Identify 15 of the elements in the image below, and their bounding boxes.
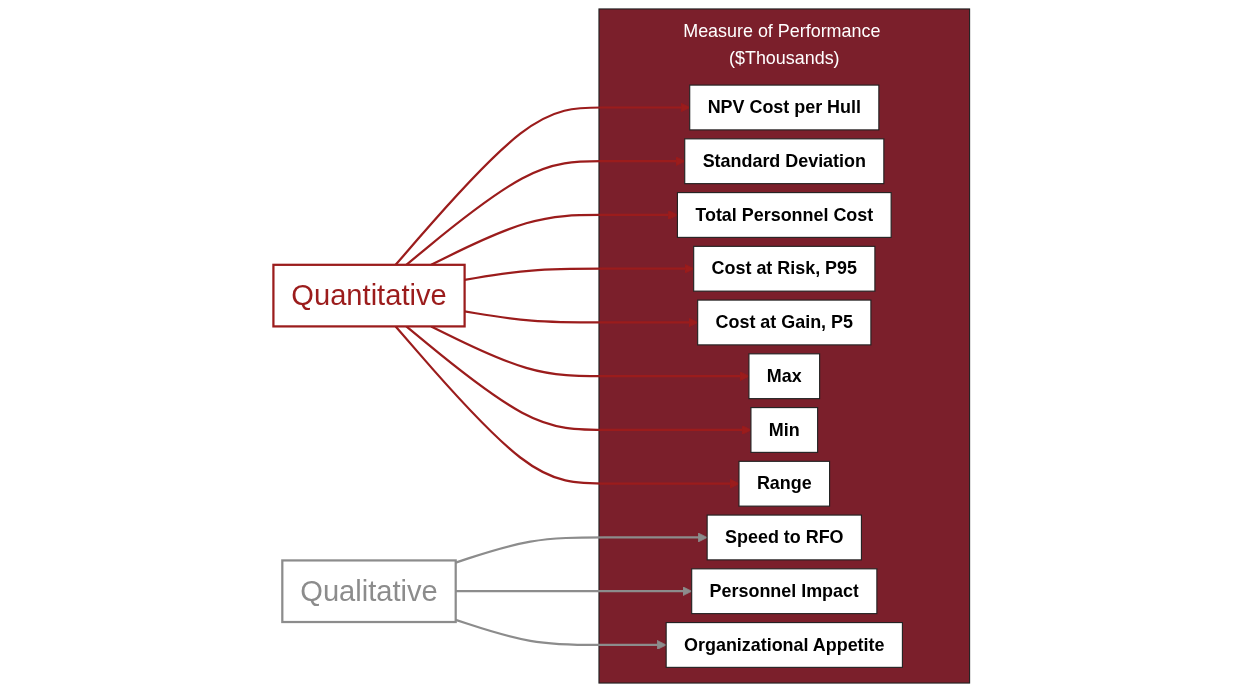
node-box: Personnel Impact xyxy=(691,568,878,615)
node-box: NPV Cost per Hull xyxy=(689,84,880,131)
node-box: Range xyxy=(738,460,831,507)
node-box: Total Personnel Cost xyxy=(676,192,892,238)
node-box: Speed to RFO xyxy=(706,514,862,561)
node-box: Min xyxy=(750,407,819,453)
node-box: Organizational Appetite xyxy=(665,622,903,668)
node-box: Qualitative xyxy=(281,559,457,624)
arrow xyxy=(455,618,667,650)
node-box: Quantitative xyxy=(272,263,466,328)
arrow xyxy=(455,532,708,564)
node-box: Max xyxy=(748,353,821,400)
node-box: Cost at Gain, P5 xyxy=(697,299,872,346)
node-box: Cost at Risk, P95 xyxy=(693,245,876,292)
node-box: Standard Deviation xyxy=(684,138,885,185)
